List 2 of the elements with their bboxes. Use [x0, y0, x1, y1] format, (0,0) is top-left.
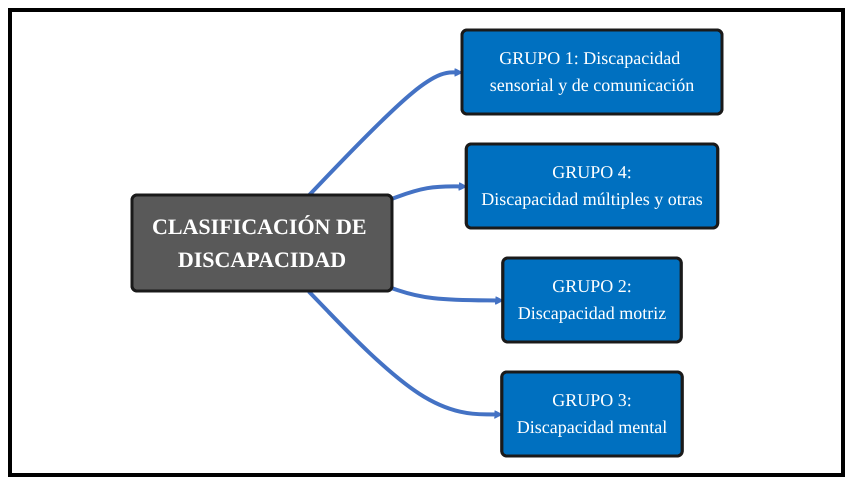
- arrow: [306, 290, 502, 418]
- arrow: [306, 68, 462, 196]
